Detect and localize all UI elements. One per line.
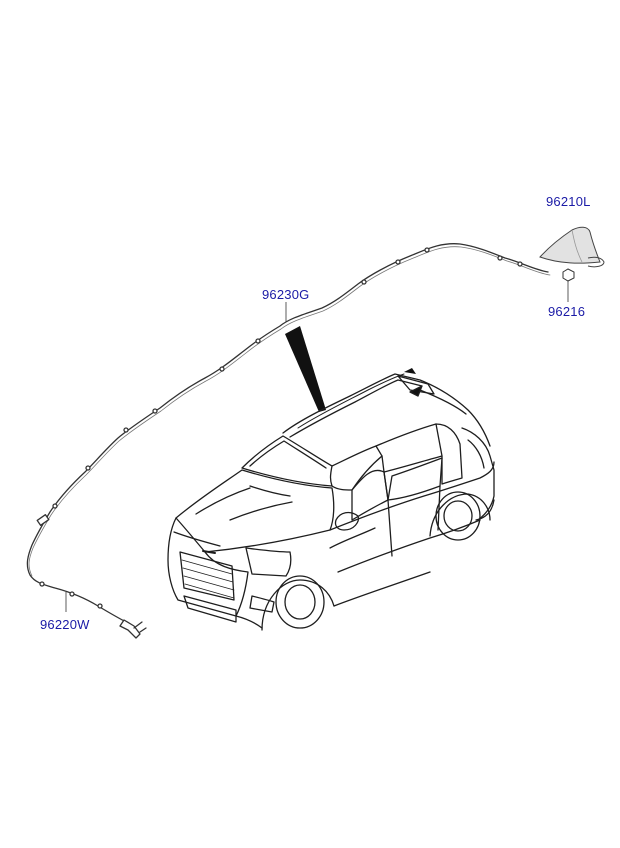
part-label-feeder-cable[interactable]: 96230G bbox=[262, 287, 310, 302]
roof-antenna-position bbox=[404, 368, 416, 374]
shark-fin-antenna[interactable] bbox=[539, 226, 605, 268]
vehicle-illustration bbox=[167, 373, 495, 631]
antenna-cable bbox=[26, 243, 551, 639]
part-label-antenna-nut[interactable]: 96216 bbox=[548, 304, 586, 319]
antenna-nut[interactable] bbox=[562, 268, 575, 302]
installation-pointer bbox=[285, 326, 326, 412]
leader-lines bbox=[65, 302, 287, 612]
part-label-extension-cable[interactable]: 96220W bbox=[40, 617, 90, 632]
part-label-roof-antenna[interactable]: 96210L bbox=[546, 194, 591, 209]
